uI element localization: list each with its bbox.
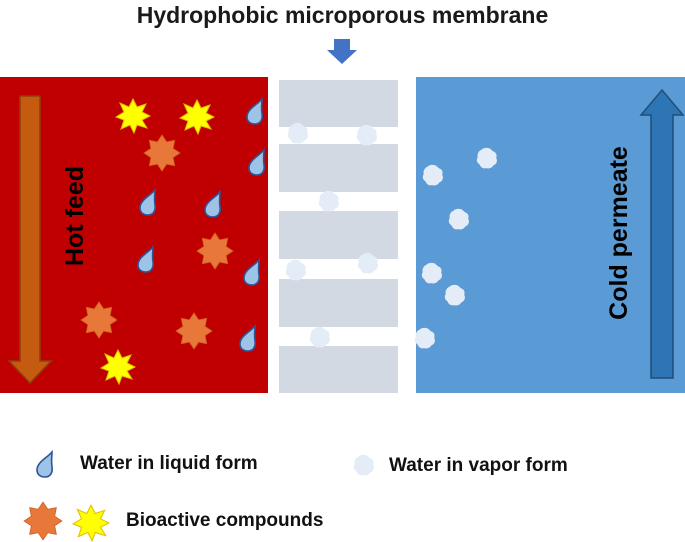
legend-liquid-label: Water in liquid form [80,453,258,474]
membrane-segment [279,346,398,393]
legend-bioactive-label: Bioactive compounds [126,510,324,531]
bioactive-compound-icon [143,134,181,172]
membrane-segment [279,144,398,192]
water-vapor-icon [309,326,330,348]
legend-bioactive-star-icon [23,501,63,541]
water-vapor-icon [318,190,339,212]
membrane-segment [279,80,398,127]
membrane-segment [279,211,398,259]
membrane-segment [279,279,398,327]
legend-water-vapor-icon [353,454,374,476]
water-vapor-icon [285,259,306,281]
bioactive-compound-icon [175,312,213,350]
legend-bioactive-burst-icon [72,504,110,542]
membrane [279,80,398,393]
permeate-flow-arrow [639,88,685,379]
cold-permeate-label: Cold permeate [605,146,633,320]
hot-feed-label: Hot feed [61,166,89,266]
water-vapor-icon [356,124,377,146]
diagram-title: Hydrophobic microporous membrane [136,2,549,28]
bioactive-compound-icon [80,301,118,339]
cold-permeate-region [416,77,685,393]
feed-flow-arrow [7,95,53,385]
legend-vapor-label: Water in vapor form [389,455,568,476]
membrane-arrow [327,39,357,64]
bioactive-compound-icon [196,232,234,270]
legend-water-droplet-icon [36,451,53,478]
